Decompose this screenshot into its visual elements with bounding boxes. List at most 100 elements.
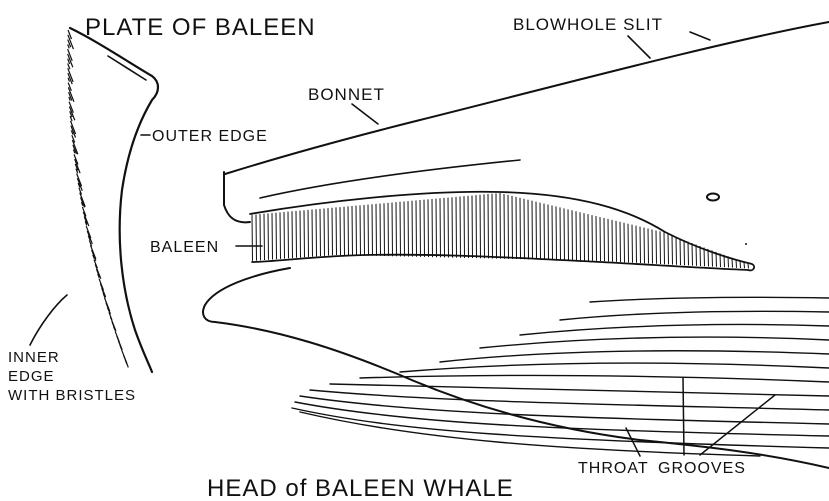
inner-edge-label-line1: INNER bbox=[8, 349, 60, 366]
baleen-stroke bbox=[664, 232, 665, 264]
grooves-label: GROOVES bbox=[658, 460, 746, 477]
baleen-stroke bbox=[700, 246, 701, 266]
baleen-stroke bbox=[432, 199, 433, 257]
baleen-stroke bbox=[264, 214, 265, 260]
baleen-stroke bbox=[320, 209, 321, 256]
throat-groove bbox=[330, 384, 829, 396]
baleen-stroke bbox=[552, 205, 553, 259]
baleen-stroke bbox=[328, 208, 329, 255]
bonnet-label: BONNET bbox=[308, 85, 385, 104]
plate-bristle bbox=[125, 360, 127, 364]
baleen-stroke bbox=[424, 200, 425, 257]
baleen-stroke bbox=[508, 195, 509, 259]
baleen-stroke bbox=[496, 193, 497, 258]
baleen-stroke bbox=[460, 197, 461, 258]
baleen-stroke bbox=[708, 249, 709, 266]
baleen-stroke bbox=[532, 201, 533, 260]
baleen-stroke bbox=[720, 253, 721, 267]
baleen-stroke bbox=[540, 203, 541, 260]
blowhole-leader-right bbox=[690, 32, 710, 40]
baleen-stroke bbox=[588, 214, 589, 261]
baleen-stroke bbox=[440, 198, 441, 257]
throat-groove bbox=[560, 311, 829, 320]
baleen-stroke bbox=[688, 242, 689, 266]
baleen-stroke bbox=[680, 239, 681, 265]
baleen-stroke bbox=[420, 200, 421, 257]
baleen-stroke bbox=[276, 213, 277, 259]
baleen-stroke bbox=[372, 204, 373, 255]
throat-groove bbox=[400, 363, 829, 372]
baleen-stroke bbox=[556, 206, 557, 260]
throat-groove bbox=[300, 396, 829, 424]
baleen-stroke bbox=[492, 194, 493, 259]
baleen-stroke bbox=[312, 210, 313, 257]
baleen-stroke bbox=[400, 202, 401, 257]
baleen-stroke bbox=[292, 211, 293, 258]
baleen-stroke bbox=[364, 205, 365, 256]
baleen-stroke bbox=[284, 212, 285, 259]
baleen-stroke bbox=[640, 227, 641, 263]
blowhole-leader-left bbox=[628, 36, 650, 58]
throat-groove bbox=[440, 351, 829, 362]
baleen-stroke bbox=[628, 224, 629, 263]
whale-head bbox=[203, 22, 829, 468]
baleen-stroke bbox=[436, 199, 437, 258]
baleen-stroke bbox=[636, 226, 637, 263]
baleen-stroke bbox=[620, 222, 621, 262]
baleen-stroke bbox=[524, 199, 525, 259]
baleen-stroke bbox=[660, 231, 661, 264]
baleen-stroke bbox=[724, 255, 725, 267]
throat-groove bbox=[480, 337, 829, 348]
baleen-stroke bbox=[696, 244, 697, 265]
baleen-stroke bbox=[464, 196, 465, 258]
baleen-stroke bbox=[340, 207, 341, 255]
baleen-stroke bbox=[624, 223, 625, 262]
baleen-stroke bbox=[568, 209, 569, 260]
throat-groove bbox=[590, 297, 829, 302]
plate-inner-edge-bristles bbox=[68, 30, 129, 367]
baleen-stroke bbox=[748, 264, 749, 269]
baleen-stroke bbox=[272, 213, 273, 259]
baleen-stroke bbox=[376, 204, 377, 256]
baleen-stroke bbox=[544, 204, 545, 260]
baleen-stroke bbox=[676, 237, 677, 265]
baleen-stroke bbox=[576, 211, 577, 260]
throat-groove bbox=[520, 324, 829, 335]
baleen-stroke bbox=[656, 230, 657, 263]
bonnet-leader bbox=[352, 104, 378, 124]
baleen-stroke bbox=[728, 256, 729, 267]
baleen-stroke bbox=[644, 228, 645, 264]
plate-bristle bbox=[92, 250, 96, 261]
baleen-stroke bbox=[516, 197, 517, 259]
baleen-stroke bbox=[268, 213, 269, 259]
baleen-stroke bbox=[584, 213, 585, 260]
baleen-stroke bbox=[596, 216, 597, 261]
baleen-stroke bbox=[564, 208, 565, 260]
baleen-stroke bbox=[572, 210, 573, 260]
baleen-stroke bbox=[704, 247, 705, 266]
baleen-stroke bbox=[580, 212, 581, 260]
baleen-stroke bbox=[448, 198, 449, 258]
baleen-stroke bbox=[396, 202, 397, 256]
inner-edge-label-line2: EDGE bbox=[8, 368, 55, 385]
plate-bristle bbox=[68, 44, 70, 48]
baleen-stroke bbox=[280, 212, 281, 259]
baleen-stroke bbox=[324, 208, 325, 255]
baleen-stroke bbox=[744, 262, 745, 268]
baleen-stroke bbox=[380, 204, 381, 256]
baleen-stroke bbox=[668, 234, 669, 264]
grooves-leader-1 bbox=[683, 378, 684, 455]
baleen-stroke bbox=[256, 214, 257, 260]
baleen-stroke bbox=[712, 250, 713, 266]
baleen-stroke bbox=[740, 261, 741, 268]
baleen-stroke bbox=[260, 214, 261, 260]
baleen-stroke bbox=[604, 218, 605, 261]
baleen-stroke bbox=[560, 207, 561, 260]
baleen-stroke bbox=[500, 193, 501, 259]
baleen-stroke bbox=[684, 240, 685, 265]
baleen-stroke bbox=[548, 205, 549, 260]
baleen-stroke bbox=[528, 200, 529, 260]
whale-eye bbox=[707, 194, 719, 201]
baleen-stroke bbox=[592, 215, 593, 261]
